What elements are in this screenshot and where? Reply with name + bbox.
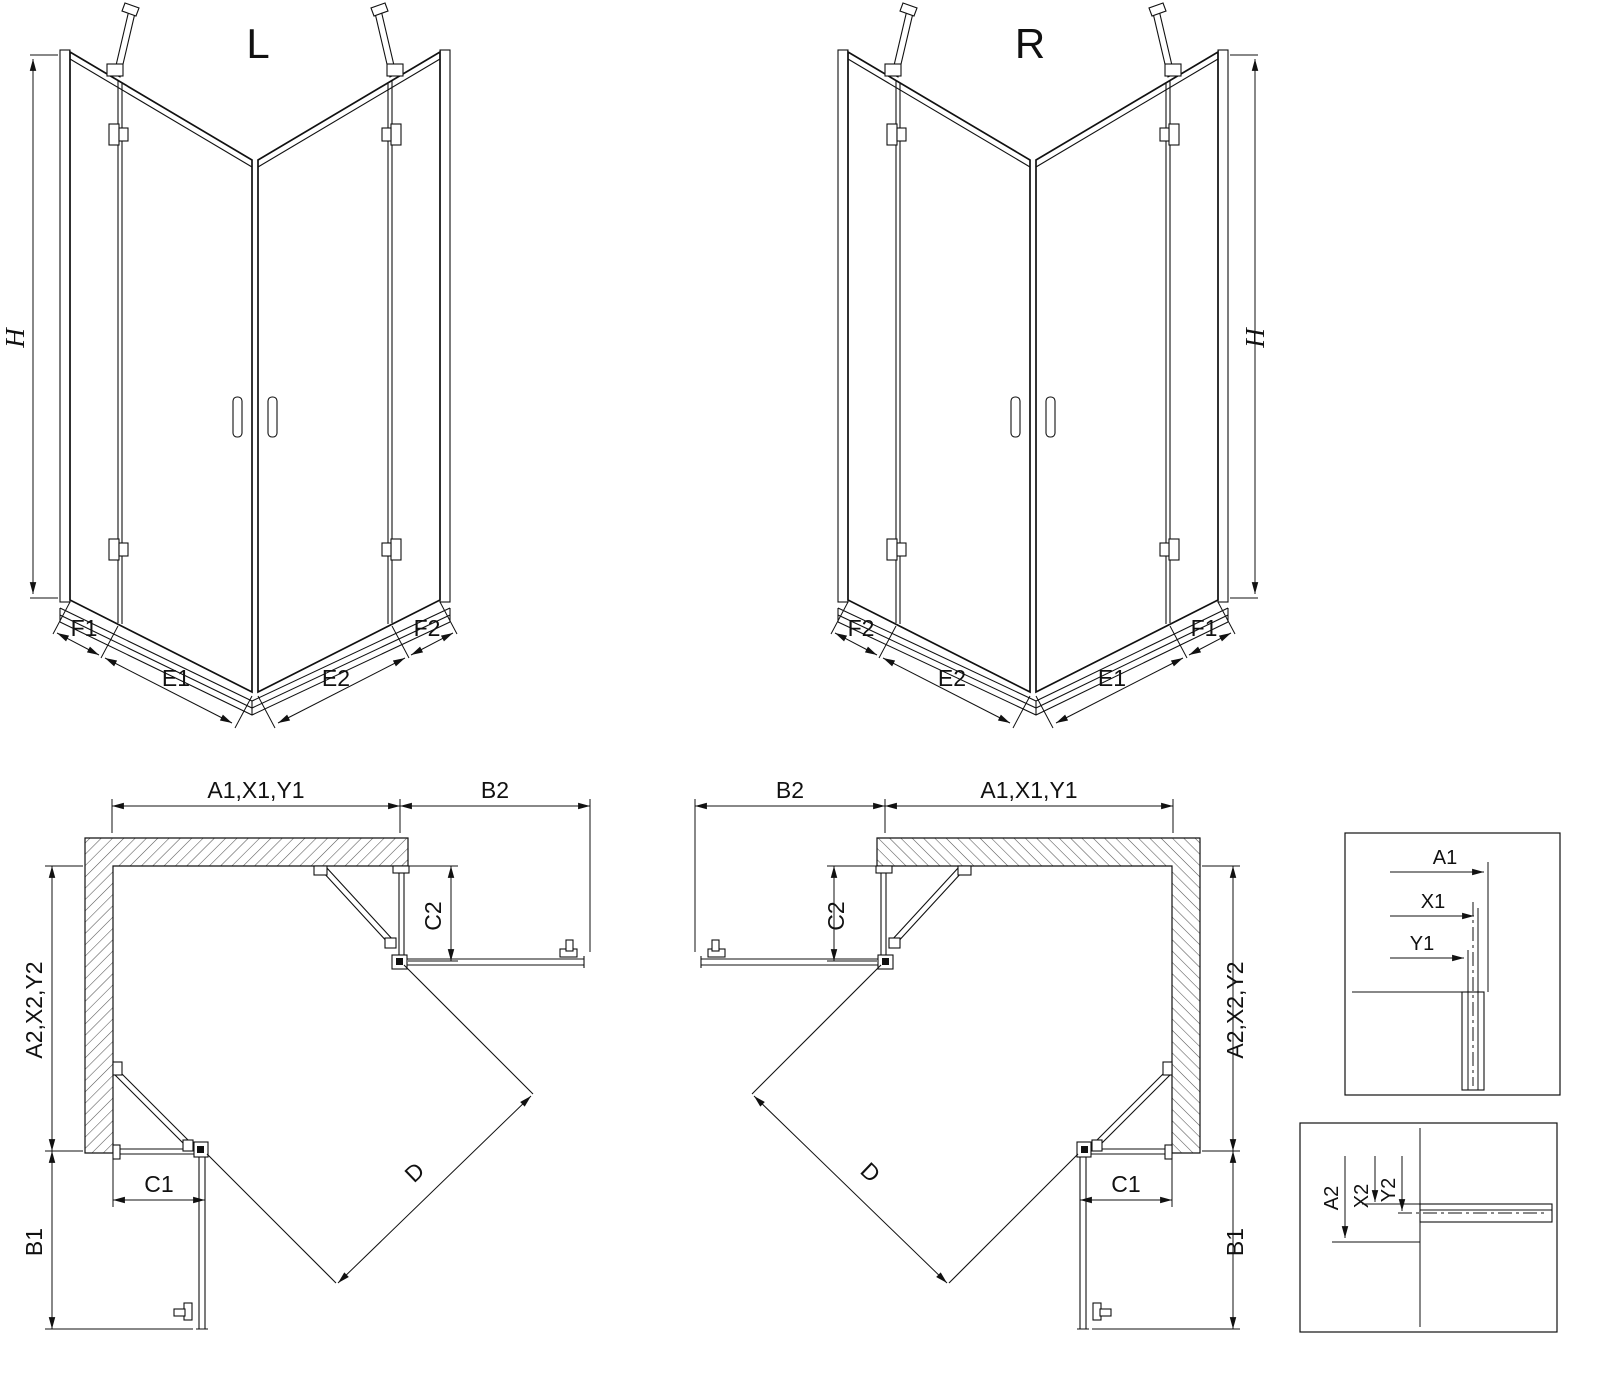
height-dimension-label: H	[1240, 327, 1270, 349]
dimension-label-a1: A1	[1433, 847, 1457, 869]
detail-view-bottom: A2 X2 Y2	[1299, 1122, 1558, 1333]
labels-plan-right: B2 A1,X1,Y1 C2 A2,X2,Y2 C1 B1 D	[776, 777, 1248, 1256]
dimension-label-d: D	[399, 1157, 429, 1187]
dimension-label-x1: X1	[1421, 891, 1445, 913]
dimension-label-f1: F1	[1191, 615, 1218, 641]
dimension-label-width: A1,X1,Y1	[207, 777, 304, 803]
dimension-label-f2: F2	[414, 615, 441, 641]
dimension-label-c2: C2	[420, 901, 446, 930]
plan-view-left	[45, 799, 590, 1329]
dimension-label-e1: E1	[162, 665, 190, 691]
dimension-label-c1: C1	[1111, 1171, 1140, 1197]
dimension-label-width: A1,X1,Y1	[980, 777, 1077, 803]
labels-perspective-right: R H F2 E2 E1 F1	[848, 20, 1270, 691]
dimension-label-b2: B2	[481, 777, 509, 803]
dimension-label-f2: F2	[848, 615, 875, 641]
dimension-label-e1: E1	[1098, 665, 1126, 691]
dimension-label-depth: A2,X2,Y2	[1222, 961, 1248, 1058]
dimension-label-b1: B1	[1222, 1228, 1248, 1256]
dimension-label-x2: X2	[1351, 1184, 1373, 1208]
detail-view-top: A1 X1 Y1	[1344, 832, 1561, 1096]
height-dimension-label: H	[0, 327, 30, 349]
detail-frame	[1299, 1122, 1558, 1333]
dimension-label-c2: C2	[823, 901, 849, 930]
dimension-label-y2: Y2	[1378, 1178, 1400, 1202]
dimension-label-e2: E2	[938, 665, 966, 691]
variant-label-right: R	[1015, 20, 1045, 67]
detail-frame	[1344, 832, 1561, 1096]
dimension-label-c1: C1	[144, 1171, 173, 1197]
dimension-label-a2: A2	[1321, 1186, 1343, 1210]
dimension-label-y1: Y1	[1410, 933, 1434, 955]
plan-view-right	[695, 799, 1240, 1329]
variant-label-left: L	[246, 20, 269, 67]
dimension-label-f1: F1	[71, 615, 98, 641]
labels-perspective-left: L H F1 E1 E2 F2	[0, 20, 440, 691]
dimension-label-b2: B2	[776, 777, 804, 803]
dimension-label-depth: A2,X2,Y2	[21, 961, 47, 1058]
dimension-label-d: D	[856, 1157, 886, 1187]
labels-plan-left: A1,X1,Y1 B2 C2 A2,X2,Y2 C1 B1 D	[21, 777, 509, 1256]
dimension-label-b1: B1	[21, 1228, 47, 1256]
dimension-label-e2: E2	[322, 665, 350, 691]
